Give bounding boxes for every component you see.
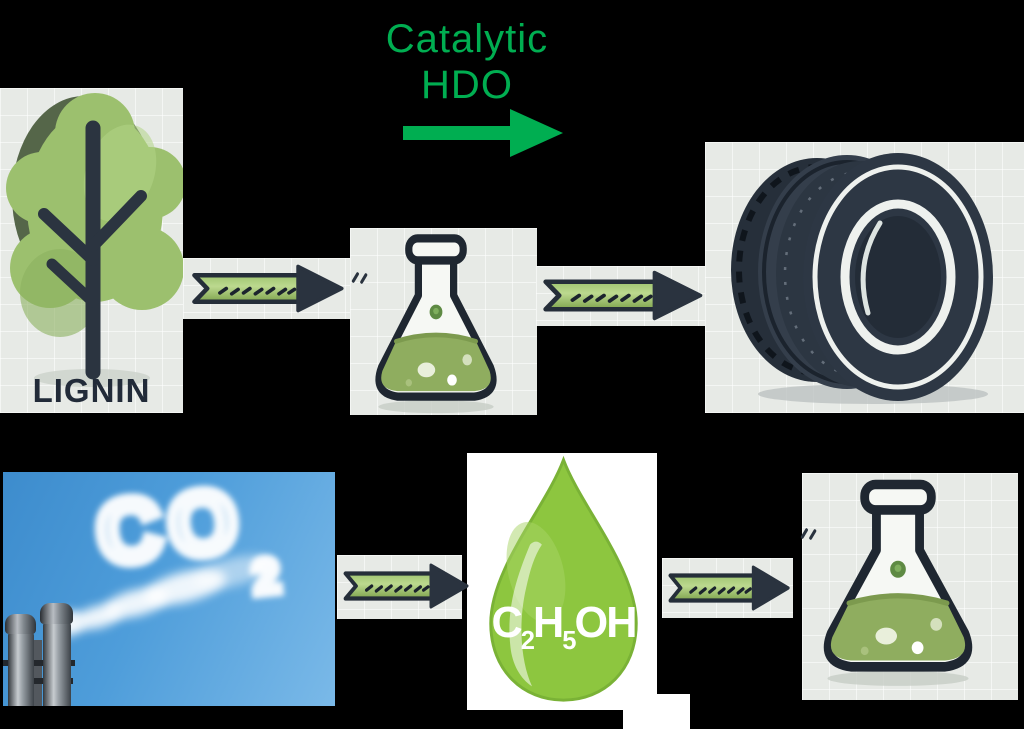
- smokestack-frame: [3, 660, 75, 666]
- ethanol-droplet-icon: C2H5OH: [489, 455, 638, 702]
- process-title-line2: HDO: [421, 63, 513, 107]
- smokestack-cap: [5, 614, 36, 634]
- flask-icon: [800, 476, 996, 688]
- arrow-tick-marks-icon: [350, 270, 370, 284]
- smokestack-pipe: [33, 640, 42, 706]
- lignin-label: LIGNIN: [32, 372, 151, 409]
- hand-arrow-icon: [540, 268, 708, 323]
- tire-hub: [855, 216, 941, 338]
- hand-arrow-icon: [666, 563, 794, 613]
- co2-cloud-main: CO: [86, 472, 256, 589]
- tree-icon: [6, 93, 183, 387]
- tire-icon: [731, 153, 993, 404]
- flask-icon: [356, 231, 516, 415]
- right-arrow-icon: [403, 109, 563, 157]
- smokestack-icon: [8, 630, 34, 706]
- arrow-tick-marks-icon: [799, 526, 819, 540]
- hand-arrow-icon: [189, 262, 349, 315]
- smokestack-frame: [9, 678, 73, 684]
- hand-arrow-icon: [341, 561, 473, 611]
- smokestack-icon: [43, 620, 71, 706]
- ethanol-formula: C2H5OH: [492, 599, 636, 655]
- co2-cloud-label: CO2: [86, 472, 287, 622]
- co2-photo: CO2: [3, 472, 335, 706]
- process-title: Catalytic HDO: [352, 16, 582, 108]
- process-title-line1: Catalytic: [385, 17, 549, 61]
- tree-trunk: [38, 120, 147, 380]
- smokestack-cap: [40, 603, 73, 624]
- co2-cloud-sub: 2: [246, 545, 287, 610]
- ethanol-panel-corner: [623, 694, 690, 729]
